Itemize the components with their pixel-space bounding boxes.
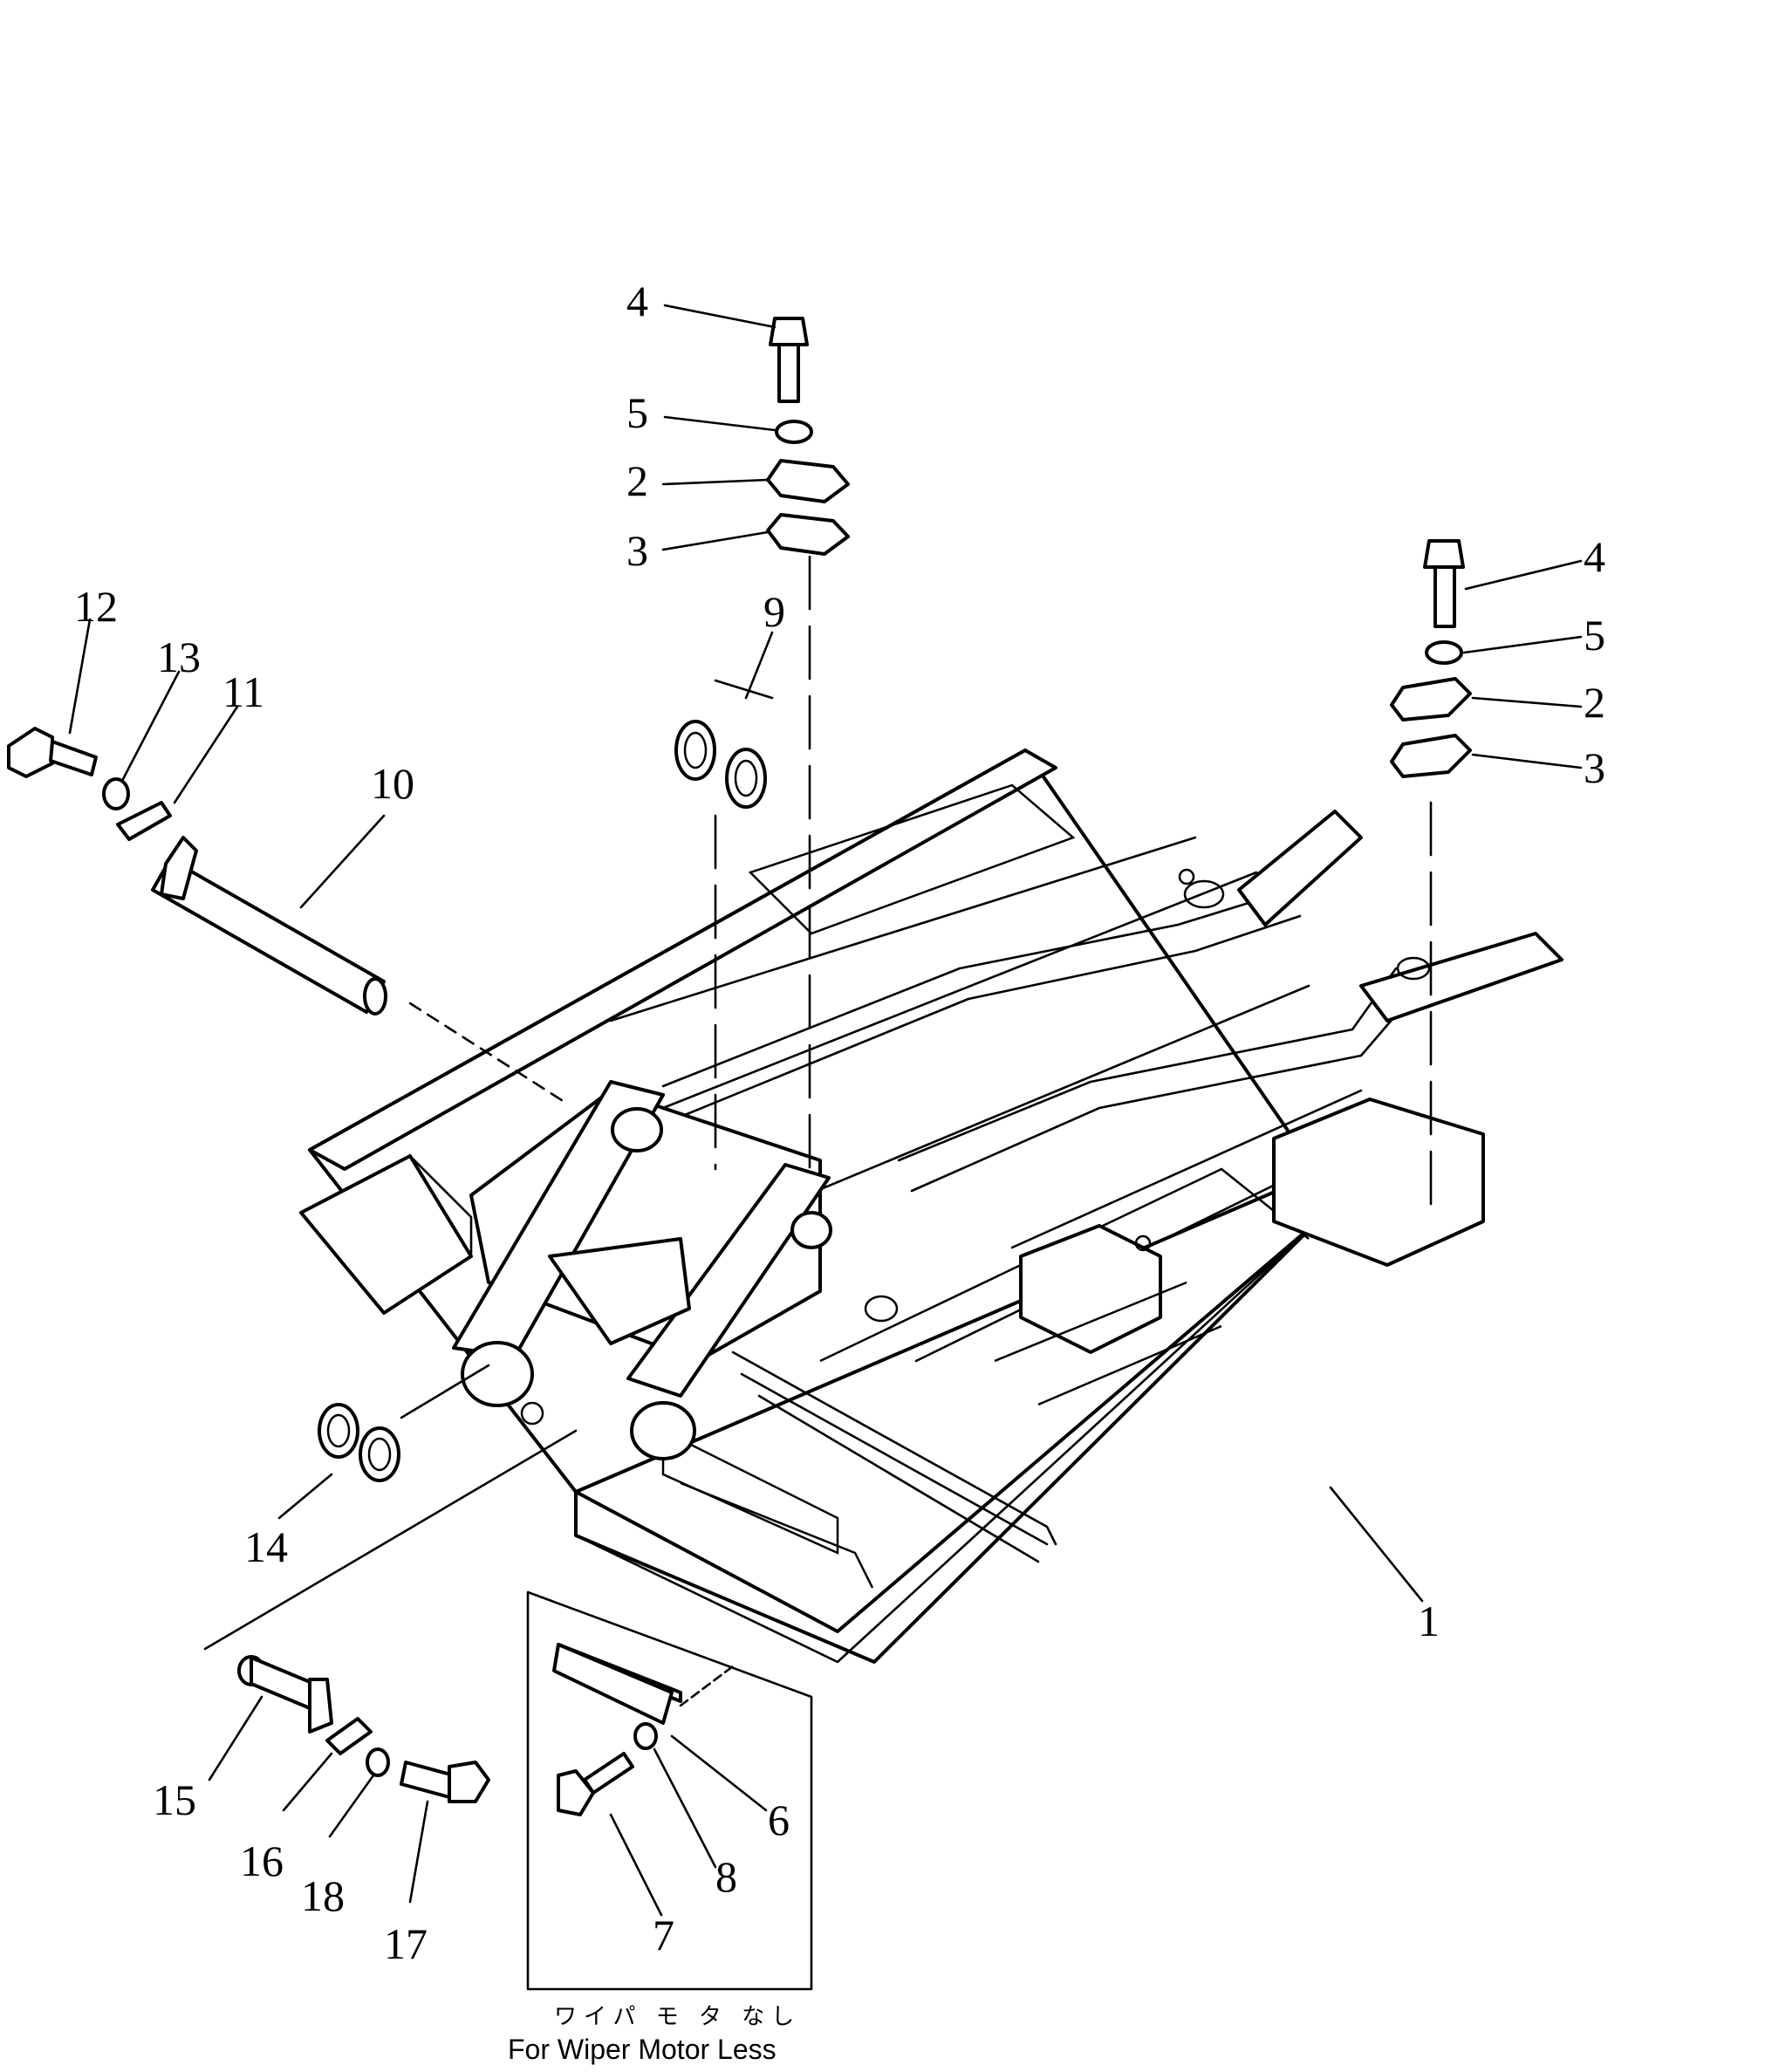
callout-13: 13: [157, 633, 201, 681]
part-11-plate: [116, 801, 172, 841]
callout-7: 7: [653, 1911, 674, 1959]
callout-17: 17: [384, 1919, 428, 1968]
callout-5-right: 5: [1584, 611, 1605, 660]
callout-3-center: 3: [626, 526, 648, 575]
part-17-bolt: [400, 1761, 490, 1803]
part-12-bolt: [7, 727, 98, 778]
part-7-bolt: [557, 1752, 634, 1816]
part-4-bolt-right: [1423, 539, 1465, 628]
callout-3-right: 3: [1584, 743, 1605, 792]
part-14-shims: [318, 1364, 490, 1482]
part-18-washer: [366, 1747, 390, 1777]
caption-japanese: ワイパ モ タ なし: [554, 2003, 801, 2029]
part-13-washer: [102, 777, 130, 810]
leader-lines: [68, 304, 1583, 1917]
callout-1: 1: [1418, 1597, 1440, 1645]
callout-5-center: 5: [626, 388, 648, 437]
callout-2-center: 2: [626, 456, 648, 505]
caption-english: For Wiper Motor Less: [508, 2034, 777, 2065]
callout-4-center: 4: [626, 277, 648, 325]
callout-12: 12: [74, 582, 118, 631]
part-4-bolt-center: [769, 317, 809, 403]
part-3-shim-right: [1390, 734, 1472, 778]
callout-labels: 4 5 2 3 9 4 5 2 3 12 13 11 10 14 1 15 16…: [74, 277, 1605, 1968]
callout-2-right: 2: [1584, 678, 1605, 727]
revolving-frame: [299, 749, 1563, 1664]
part-15-pin: [237, 1655, 333, 1734]
part-2-plate-right: [1390, 677, 1472, 721]
part-5-washer-center: [775, 420, 813, 444]
callout-6: 6: [768, 1795, 790, 1844]
part-5-washer-right: [1425, 640, 1463, 665]
part-16-plate: [325, 1717, 373, 1755]
callout-16: 16: [240, 1836, 284, 1885]
callout-10: 10: [371, 759, 414, 808]
callout-9: 9: [763, 587, 785, 636]
boom-link-assembly: [452, 1080, 832, 1460]
callout-14: 14: [244, 1522, 288, 1571]
part-2-plate-center: [766, 459, 850, 503]
part-6-cover: [552, 1643, 674, 1725]
callout-4-right: 4: [1584, 532, 1605, 581]
callout-15: 15: [153, 1775, 196, 1824]
part-9-shims: [674, 720, 767, 1171]
callout-8: 8: [715, 1852, 737, 1901]
part-8-washer: [633, 1722, 658, 1750]
part-3-shim-center: [766, 513, 850, 556]
callout-18: 18: [301, 1871, 345, 1920]
callout-11: 11: [222, 667, 264, 716]
part-10-pin: [151, 836, 569, 1105]
